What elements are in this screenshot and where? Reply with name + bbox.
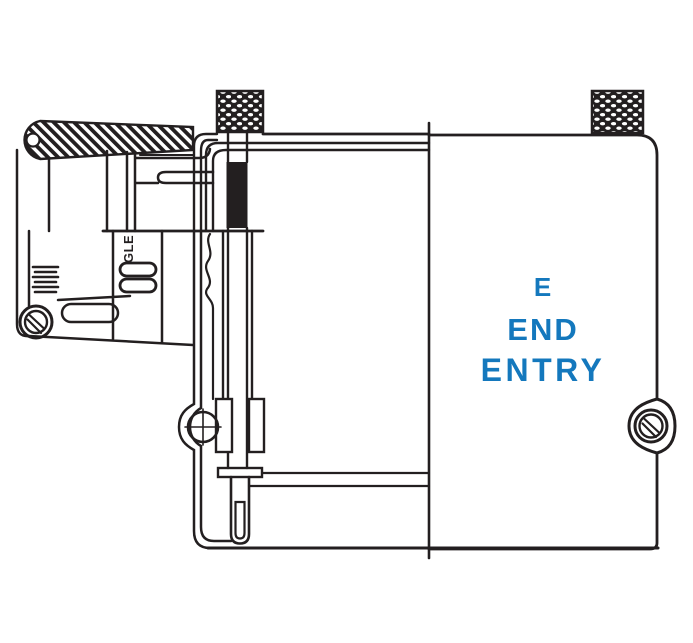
part-marking-text: GLE <box>121 235 136 263</box>
elbow-lines <box>192 130 431 233</box>
backshell-body: E END ENTRY <box>427 89 677 560</box>
entry-label-line2: END <box>507 312 578 347</box>
body-joint-lines <box>247 471 431 488</box>
entry-label-line3: ENTRY <box>481 352 606 388</box>
gasket-section <box>226 162 248 228</box>
clamp-assembly <box>177 89 660 550</box>
side-boss-outline <box>627 397 677 455</box>
entry-label: E END ENTRY <box>481 272 606 388</box>
pivot-cross-icon <box>184 408 222 446</box>
knurled-nut-icon <box>590 89 645 135</box>
clamp-screw-shaft <box>229 475 251 545</box>
clamp-screw-tip <box>234 500 246 540</box>
entry-label-line1: E <box>534 272 552 302</box>
shell-outline <box>15 147 215 347</box>
screw-head-icon <box>633 408 669 444</box>
screw-head-icon <box>18 304 54 340</box>
barrel-slot-upper <box>118 261 158 278</box>
nut-hole <box>25 132 41 148</box>
mounting-slot <box>60 302 120 324</box>
left-connector-assembly: GLE <box>15 119 265 347</box>
knurled-nut-icon <box>215 89 265 134</box>
thread-marks <box>31 265 60 294</box>
clamp-washer <box>216 466 264 479</box>
coupling-nut-hatched-section <box>23 119 195 161</box>
body-outline <box>427 133 659 551</box>
break-line <box>205 232 215 401</box>
clamp-bar-lines <box>221 226 254 470</box>
clamp-block-left <box>214 397 234 454</box>
clamp-block-right <box>247 397 266 454</box>
barrel-slot-lower <box>118 277 158 294</box>
